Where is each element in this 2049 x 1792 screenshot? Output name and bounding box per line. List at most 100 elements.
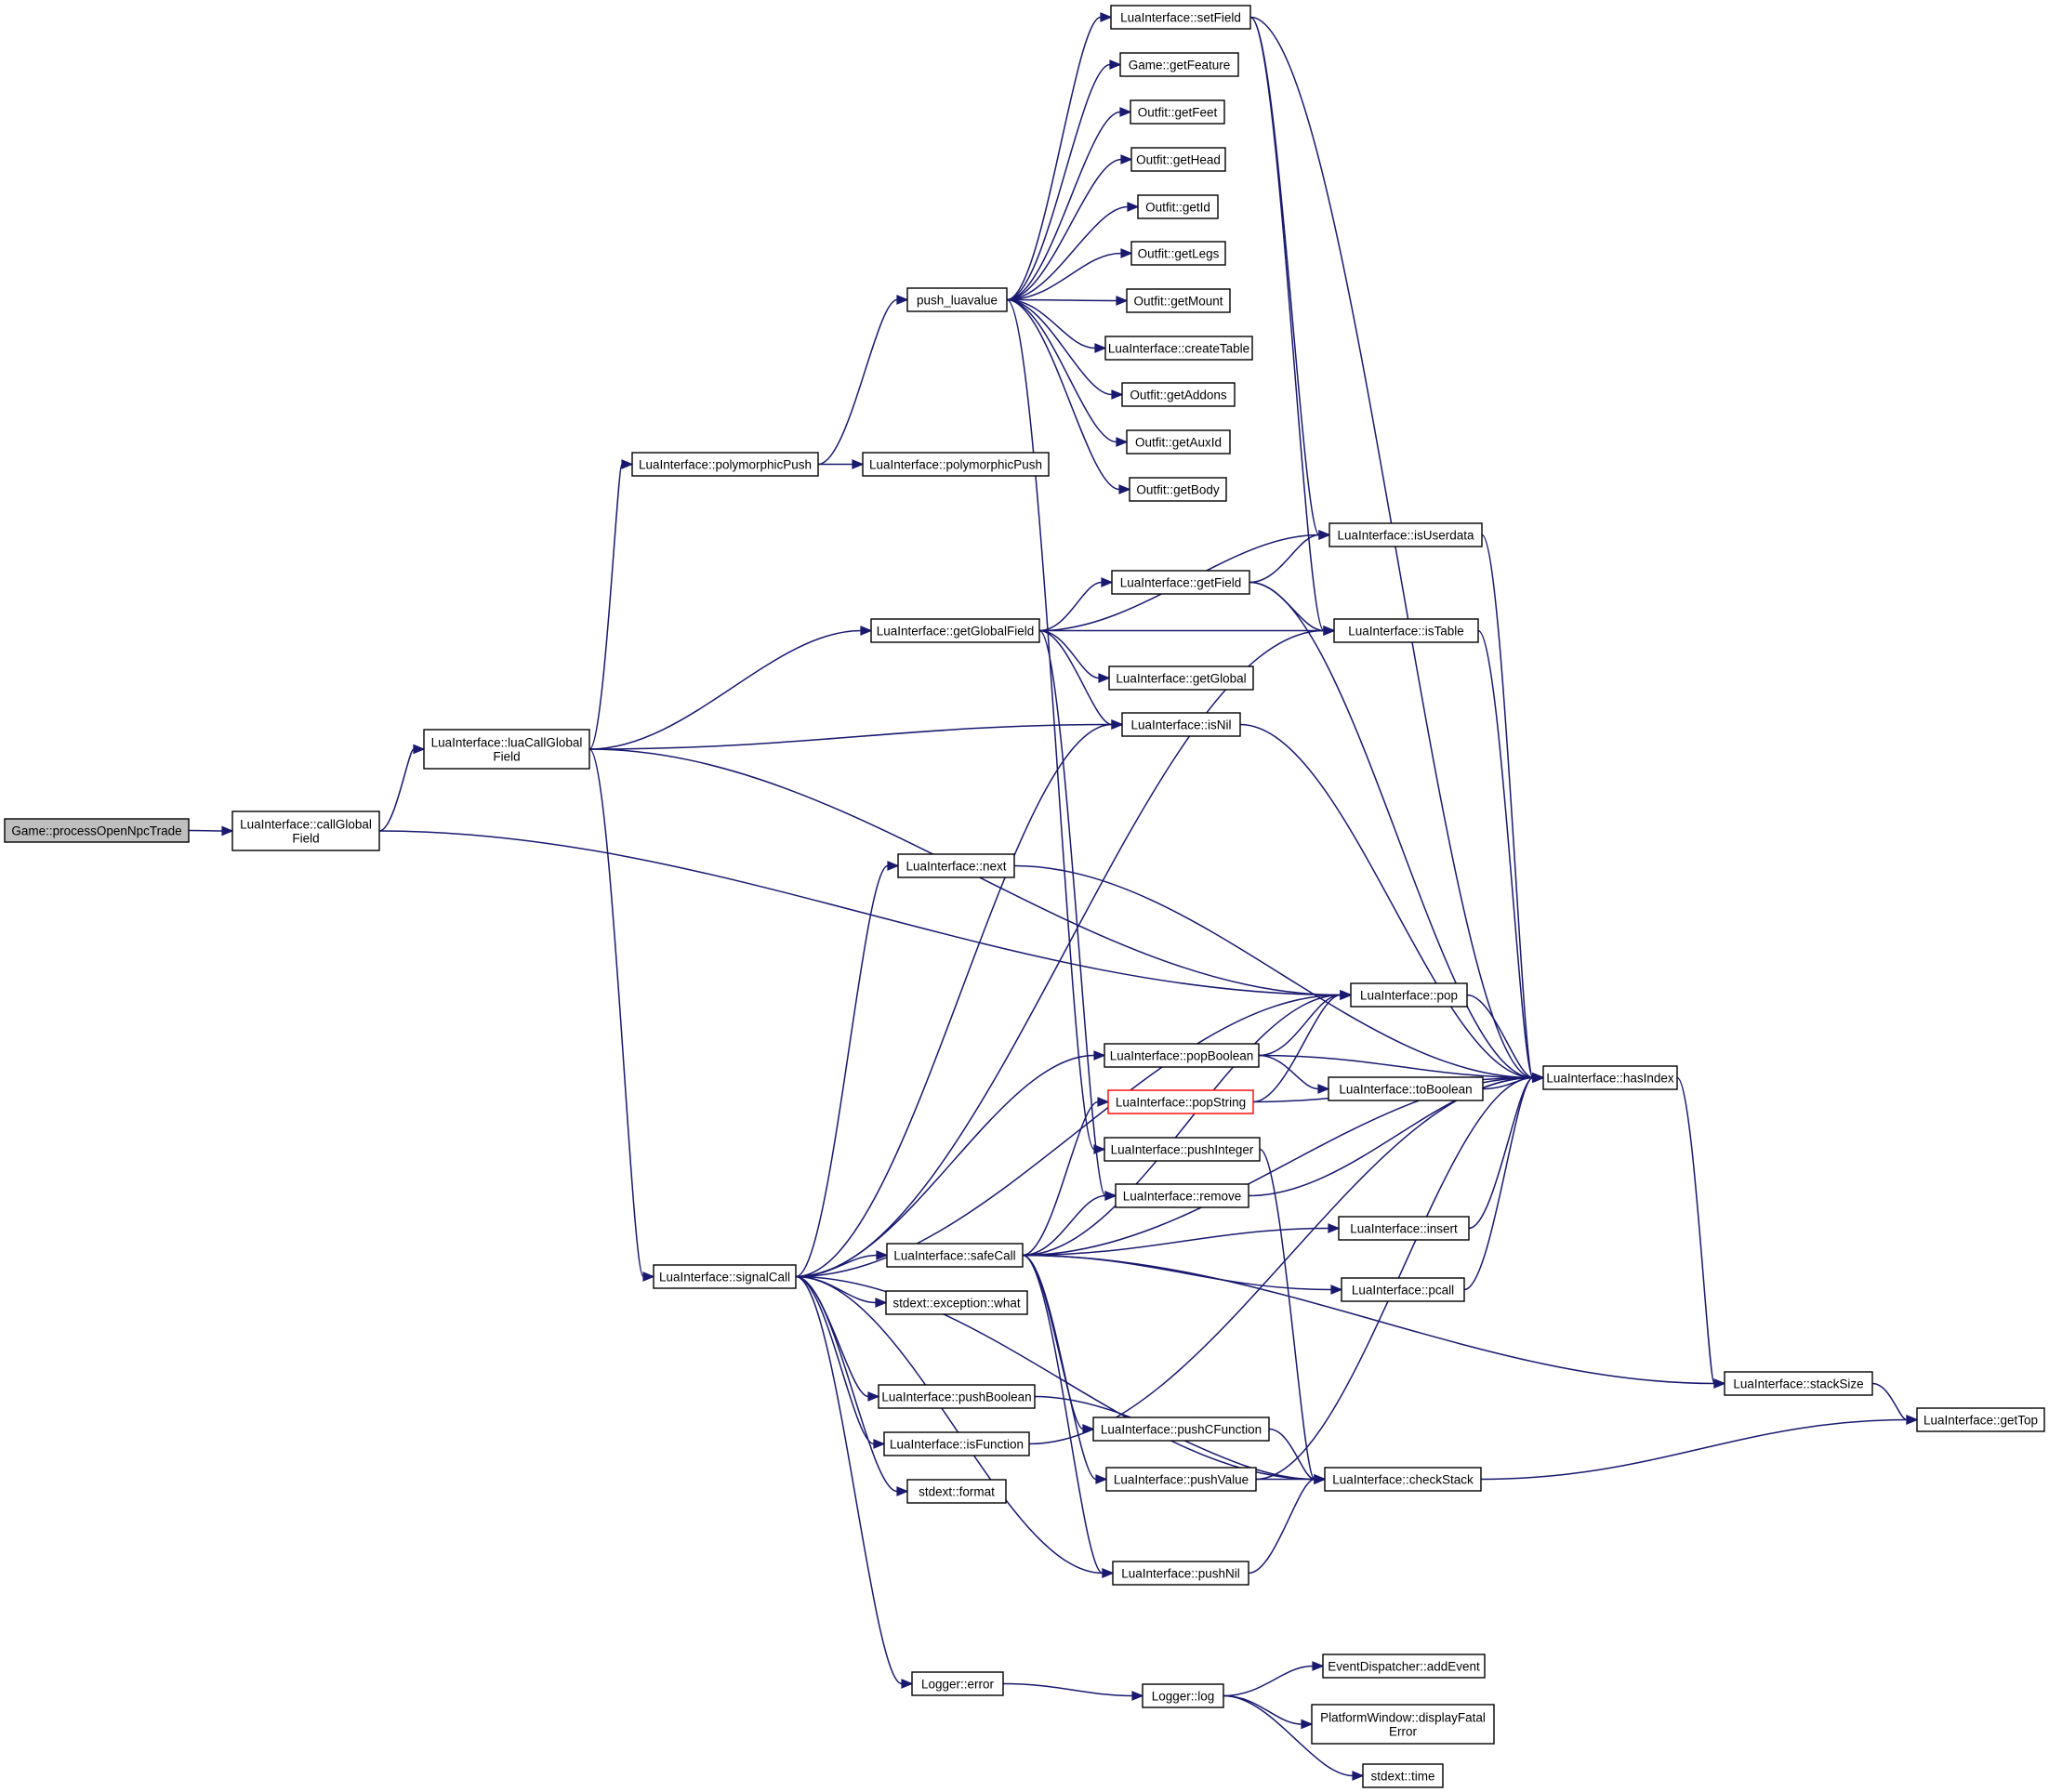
- node-pop[interactable]: LuaInterface::pop: [1350, 982, 1468, 1008]
- node-label: Game::getFeature: [1129, 59, 1231, 72]
- node-isFunction[interactable]: LuaInterface::isFunction: [883, 1431, 1030, 1456]
- node-box: [1338, 1216, 1470, 1241]
- node-getMount[interactable]: Outfit::getMount: [1126, 288, 1231, 313]
- node-getLegs[interactable]: Outfit::getLegs: [1130, 241, 1226, 266]
- edge-arrowhead: [1328, 1223, 1341, 1233]
- node-next[interactable]: LuaInterface::next: [897, 853, 1015, 878]
- edge-signalCall-to-isTable: [795, 626, 1336, 1278]
- edge-arrowhead: [621, 459, 634, 469]
- node-getTop[interactable]: LuaInterface::getTop: [1916, 1407, 2045, 1432]
- edge-pushlv-to-getBody: [1006, 298, 1131, 494]
- edge-arrowhead: [1713, 1378, 1726, 1389]
- edge-arrowhead: [852, 459, 865, 469]
- edge-line: [795, 1275, 1104, 1575]
- node-insert[interactable]: LuaInterface::insert: [1338, 1216, 1470, 1241]
- node-popString[interactable]: LuaInterface::popString: [1107, 1089, 1254, 1114]
- edge-line: [795, 1275, 903, 1685]
- edge-arrowhead: [642, 1272, 655, 1282]
- node-pushValue[interactable]: LuaInterface::pushValue: [1105, 1467, 1257, 1492]
- node-popBoolean[interactable]: LuaInterface::popBoolean: [1104, 1043, 1260, 1068]
- edge-arrowhead: [1318, 530, 1331, 540]
- node-box: [1104, 1137, 1261, 1162]
- edge-line: [1223, 1694, 1354, 1777]
- node-setField[interactable]: LuaInterface::setField: [1110, 5, 1251, 30]
- node-safeCall[interactable]: LuaInterface::safeCall: [886, 1243, 1024, 1268]
- node-label: Outfit::getId: [1145, 201, 1210, 215]
- node-box: [631, 452, 819, 477]
- node-label: LuaInterface::pushNil: [1121, 1567, 1240, 1581]
- edge-arrowhead: [1094, 343, 1107, 353]
- edge-line: [1006, 298, 1096, 349]
- node-label: Outfit::getFeet: [1138, 106, 1218, 120]
- edge-arrowhead: [1352, 1771, 1365, 1781]
- node-time[interactable]: stdext::time: [1362, 1763, 1444, 1788]
- node-checkStack[interactable]: LuaInterface::checkStack: [1324, 1467, 1482, 1492]
- node-pushlv[interactable]: push_luavalue: [906, 287, 1008, 312]
- edge-isUserdata-to-hasIndex: [1481, 534, 1545, 1083]
- edge-line: [1249, 581, 1534, 1079]
- edge-arrowhead: [1312, 1661, 1325, 1671]
- node-getAddons[interactable]: Outfit::getAddons: [1121, 382, 1236, 407]
- node-box: [1333, 618, 1479, 643]
- node-label: PlatformWindow::displayFatal: [1320, 1711, 1486, 1725]
- node-isUserdata[interactable]: LuaInterface::isUserdata: [1329, 522, 1483, 547]
- edge-safeCall-to-insert: [1022, 1223, 1341, 1257]
- node-pcall[interactable]: LuaInterface::pcall: [1341, 1277, 1465, 1302]
- node-getGlobalField[interactable]: LuaInterface::getGlobalField: [870, 618, 1040, 643]
- node-log[interactable]: Logger::log: [1142, 1683, 1224, 1708]
- node-createTable[interactable]: LuaInterface::createTable: [1104, 336, 1253, 361]
- node-pp2[interactable]: LuaInterface::polymorphicPush: [862, 452, 1050, 477]
- node-gpot[interactable]: Game::processOpenNpcTrade: [4, 818, 190, 843]
- node-box: [1130, 147, 1226, 172]
- node-getFeet[interactable]: Outfit::getFeet: [1130, 99, 1225, 125]
- edge-line: [1022, 994, 1342, 1257]
- edge-line: [1006, 252, 1122, 301]
- node-getAuxId[interactable]: Outfit::getAuxId: [1126, 429, 1231, 455]
- node-pushNil[interactable]: LuaInterface::pushNil: [1112, 1561, 1249, 1586]
- edge-arrowhead: [875, 1298, 888, 1308]
- node-pushCFunction[interactable]: LuaInterface::pushCFunction: [1092, 1416, 1270, 1442]
- node-getBody[interactable]: Outfit::getBody: [1129, 477, 1227, 502]
- node-label: LuaInterface::pushValue: [1114, 1473, 1249, 1487]
- node-addEvent[interactable]: EventDispatcher::addEvent: [1322, 1654, 1486, 1679]
- edge-arrowhead: [1093, 1050, 1106, 1061]
- edge-arrowhead: [1323, 626, 1336, 636]
- edge-arrowhead: [901, 1679, 914, 1689]
- edge-line: [588, 629, 862, 750]
- edge-safeCall-to-pop: [1022, 990, 1353, 1257]
- node-isNil[interactable]: LuaInterface::isNil: [1121, 712, 1241, 737]
- edge-line: [188, 829, 223, 832]
- edge-pp1-to-pp2: [818, 459, 865, 469]
- edge-pushlv-to-getMount: [1006, 296, 1129, 306]
- edge-hasIndex-to-stackSize: [1676, 1076, 1726, 1389]
- node-stackSize[interactable]: LuaInterface::stackSize: [1724, 1371, 1873, 1396]
- edge-arrowhead: [1317, 1084, 1330, 1094]
- node-getField[interactable]: LuaInterface::getField: [1111, 570, 1250, 595]
- node-getHead[interactable]: Outfit::getHead: [1130, 147, 1226, 172]
- node-getFeature[interactable]: Game::getFeature: [1119, 52, 1239, 77]
- node-pushInteger[interactable]: LuaInterface::pushInteger: [1104, 1137, 1261, 1162]
- node-hasIndex[interactable]: LuaInterface::hasIndex: [1542, 1065, 1678, 1090]
- edge-arrowhead: [1330, 1285, 1343, 1295]
- node-box: [1322, 1654, 1486, 1679]
- node-pushBoolean[interactable]: LuaInterface::pushBoolean: [878, 1384, 1036, 1409]
- node-label: LuaInterface::pushInteger: [1111, 1143, 1254, 1157]
- node-toBoolean[interactable]: LuaInterface::toBoolean: [1328, 1076, 1484, 1101]
- node-getGlobal[interactable]: LuaInterface::getGlobal: [1108, 665, 1254, 691]
- node-format[interactable]: stdext::format: [906, 1479, 1007, 1504]
- node-isTable[interactable]: LuaInterface::isTable: [1333, 618, 1479, 643]
- node-error[interactable]: Logger::error: [911, 1671, 1004, 1696]
- edge-signalCall-to-next: [795, 861, 900, 1278]
- node-what[interactable]: stdext::exception::what: [885, 1290, 1028, 1315]
- node-box: [1126, 288, 1231, 313]
- edge-signalCall-to-isFunction: [795, 1275, 886, 1449]
- node-remove[interactable]: LuaInterface::remove: [1115, 1183, 1249, 1208]
- edge-line: [1006, 16, 1102, 301]
- node-pp1[interactable]: LuaInterface::polymorphicPush: [631, 452, 819, 477]
- edge-signalCall-to-pushBoolean: [795, 1275, 880, 1402]
- node-getId[interactable]: Outfit::getId: [1137, 194, 1219, 219]
- node-signalCall[interactable]: LuaInterface::signalCall: [653, 1264, 797, 1289]
